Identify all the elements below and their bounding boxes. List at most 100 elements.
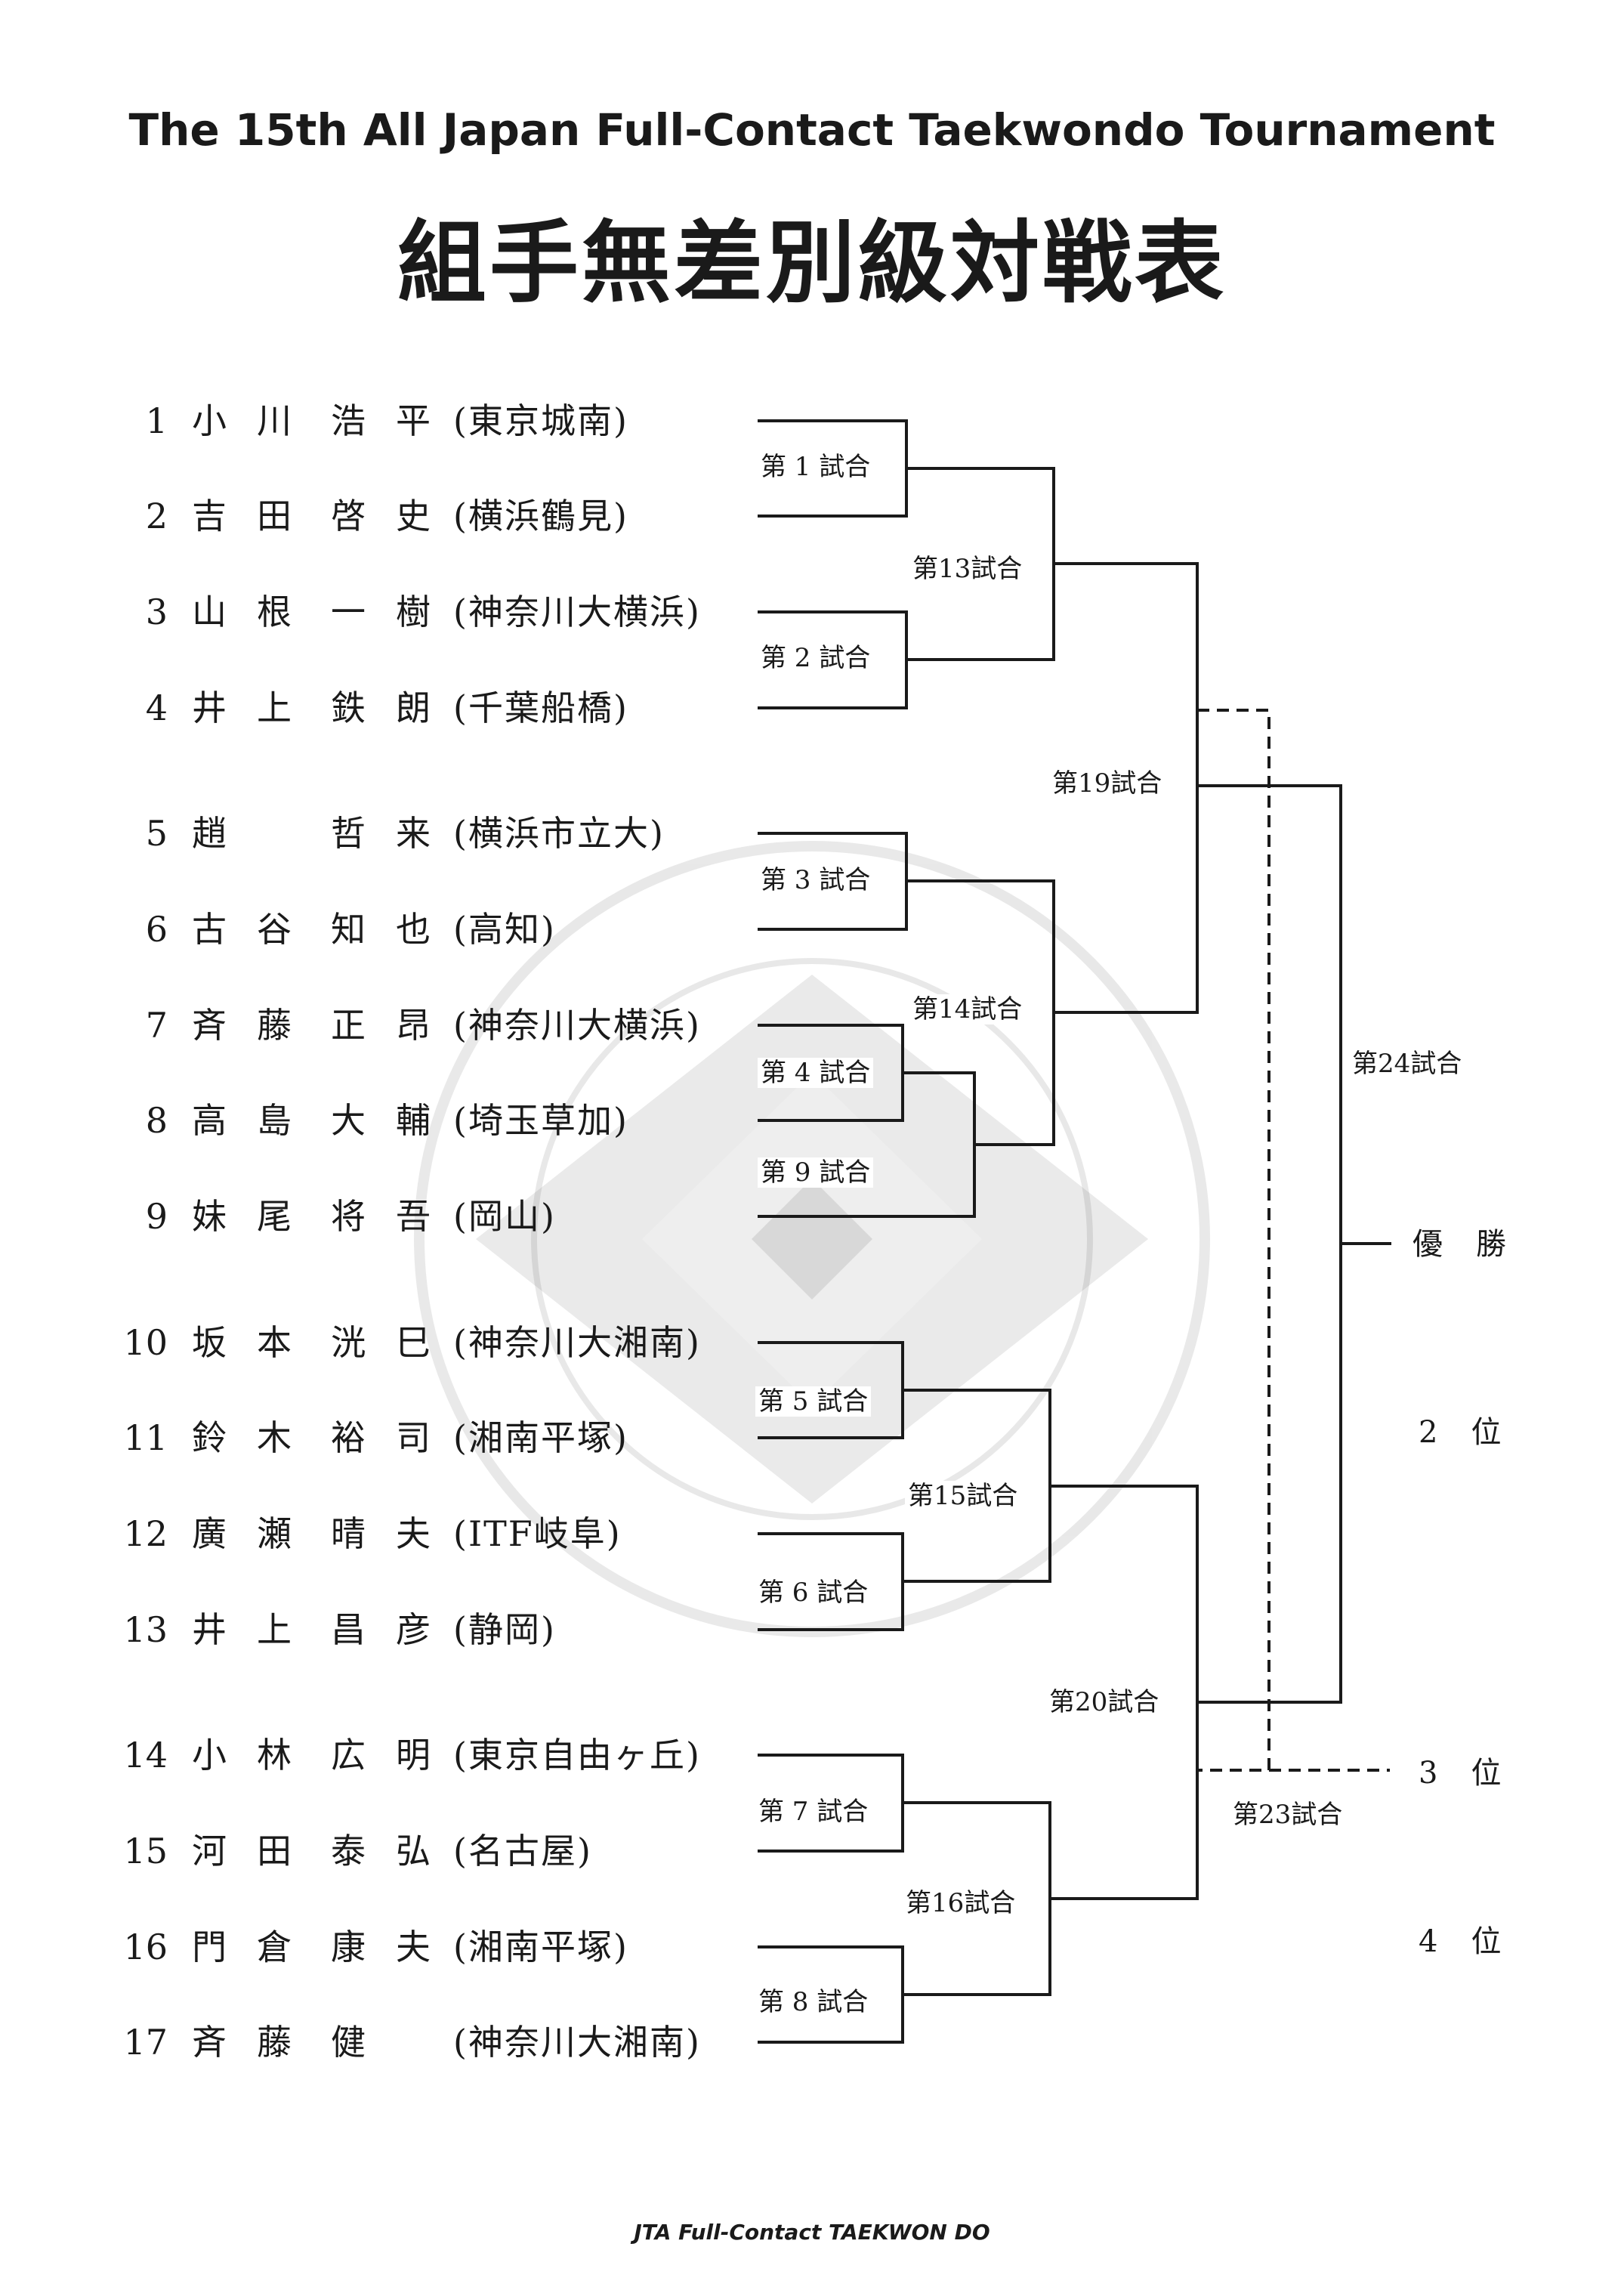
competitor-club: (神奈川大横浜) [453, 1005, 701, 1046]
match-label-8: 第 8 試合 [755, 1987, 872, 2017]
competitor-club: (埼玉草加) [453, 1100, 628, 1141]
competitor-surname: 吉田 [192, 496, 322, 536]
bracket-line-match-1 [758, 419, 1055, 518]
bracket-line-match-15 [1048, 1389, 1199, 1583]
competitor-surname: 門倉 [192, 1927, 322, 1967]
bracket-line-match-4 [758, 1024, 976, 1122]
competitor-surname: 斉藤 [192, 1005, 322, 1046]
competitor-club: (横浜市立大) [453, 813, 665, 854]
bracket-line-match-9 [758, 1071, 1055, 1218]
competitor-number: 14 [123, 1735, 168, 1775]
competitor-given-name: 洸巳 [331, 1322, 461, 1363]
competitor-number: 15 [123, 1831, 168, 1871]
competitor-number: 12 [123, 1513, 168, 1554]
match-label-23: 第23試合 [1230, 1800, 1346, 1830]
bracket-line-match-23 [1197, 709, 1390, 1772]
competitor-surname: 鈴木 [192, 1417, 322, 1458]
match-label-6: 第 6 試合 [755, 1578, 872, 1608]
competitor-surname: 小林 [192, 1735, 322, 1775]
competitor-number: 11 [123, 1417, 168, 1458]
competitor-surname: 山根 [192, 592, 322, 632]
match-label-9: 第 9 試合 [758, 1157, 874, 1188]
bracket-line-match-24 [1339, 784, 1391, 1704]
competitor-club: (神奈川大横浜) [453, 592, 701, 632]
match-label-3: 第 3 試合 [758, 865, 874, 895]
bracket-line-match-6 [758, 1532, 1051, 1631]
match-label-16: 第16試合 [903, 1888, 1019, 1918]
bracket-title-japanese: 組手無差別級対戦表 [397, 210, 1227, 315]
competitor-number: 16 [123, 1927, 168, 1967]
competitor-surname: 趙 [192, 813, 257, 854]
competitor-given-name: 裕司 [331, 1417, 461, 1458]
match-label-4: 第 4 試合 [758, 1058, 874, 1088]
match-label-1: 第 1 試合 [758, 452, 874, 482]
competitor-club: (ITF岐阜) [453, 1513, 622, 1554]
placing-champion: 優勝 [1413, 1227, 1539, 1262]
bracket-line-match-2 [758, 610, 1055, 709]
competitor-number: 9 [145, 1196, 168, 1237]
competitor-given-name: 健 [331, 2022, 396, 2063]
tournament-title-english: The 15th All Japan Full-Contact Taekwond… [128, 104, 1496, 156]
competitor-given-name: 康夫 [331, 1927, 461, 1967]
competitor-given-name: 広明 [331, 1735, 461, 1775]
match-label-14: 第14試合 [909, 994, 1026, 1024]
competitor-given-name: 一樹 [331, 592, 461, 632]
competitor-number: 13 [123, 1609, 168, 1650]
competitor-surname: 小川 [192, 400, 322, 441]
match-label-2: 第 2 試合 [758, 643, 874, 673]
competitor-given-name: 哲来 [331, 813, 461, 854]
competitor-number: 1 [145, 400, 168, 441]
bracket-line-match-7 [758, 1754, 1051, 1853]
bracket-line-match-14 [1052, 879, 1199, 1146]
competitor-surname: 河田 [192, 1831, 322, 1871]
competitor-number: 5 [145, 813, 168, 854]
competitor-club: (名古屋) [453, 1831, 592, 1871]
competitor-surname: 井上 [192, 688, 322, 728]
competitor-surname: 井上 [192, 1609, 322, 1650]
competitor-number: 10 [123, 1322, 168, 1363]
match-label-13: 第13試合 [909, 554, 1026, 584]
competitor-number: 8 [145, 1100, 168, 1141]
competitor-given-name: 知也 [331, 909, 461, 950]
competitor-club: (東京自由ヶ丘) [453, 1735, 701, 1775]
competitor-surname: 古谷 [192, 909, 322, 950]
competitor-surname: 妹尾 [192, 1196, 322, 1237]
competitor-club: (静岡) [453, 1609, 556, 1650]
competitor-club: (神奈川大湘南) [453, 2022, 701, 2063]
competitor-number: 7 [145, 1005, 168, 1046]
competitor-surname: 廣瀬 [192, 1513, 322, 1554]
competitor-given-name: 将吾 [331, 1196, 461, 1237]
match-label-24: 第24試合 [1349, 1049, 1465, 1079]
bracket-line-match-13 [1052, 467, 1199, 661]
competitor-given-name: 泰弘 [331, 1831, 461, 1871]
competitor-given-name: 浩平 [331, 400, 461, 441]
competitor-surname: 斉藤 [192, 2022, 322, 2063]
match-label-5: 第 5 試合 [755, 1386, 872, 1417]
bracket-line-match-5 [758, 1341, 1051, 1439]
competitor-club: (東京城南) [453, 400, 628, 441]
competitor-club: (千葉船橋) [453, 688, 628, 728]
match-label-19: 第19試合 [1049, 768, 1166, 799]
bracket-line-match-3 [758, 832, 1055, 931]
competitor-club: (高知) [453, 909, 556, 950]
competitor-given-name: 啓史 [331, 496, 461, 536]
placing-second: 2位 [1419, 1415, 1535, 1450]
competitor-given-name: 昌彦 [331, 1609, 461, 1650]
placing-fourth: 4位 [1419, 1924, 1535, 1959]
competitor-club: (横浜鶴見) [453, 496, 628, 536]
bracket-line-match-16 [1048, 1801, 1199, 1996]
competitor-number: 17 [123, 2022, 168, 2063]
competitor-number: 2 [145, 496, 168, 536]
match-label-15: 第15試合 [905, 1481, 1021, 1511]
footer-brand: JTA Full-Contact TAEKWON DO [634, 2220, 990, 2245]
placing-third: 3位 [1419, 1756, 1535, 1791]
match-label-7: 第 7 試合 [755, 1797, 872, 1827]
competitor-given-name: 晴夫 [331, 1513, 461, 1554]
competitor-club: (岡山) [453, 1196, 556, 1237]
competitor-club: (神奈川大湘南) [453, 1322, 701, 1363]
match-label-20: 第20試合 [1046, 1687, 1162, 1717]
competitor-number: 4 [145, 688, 168, 728]
